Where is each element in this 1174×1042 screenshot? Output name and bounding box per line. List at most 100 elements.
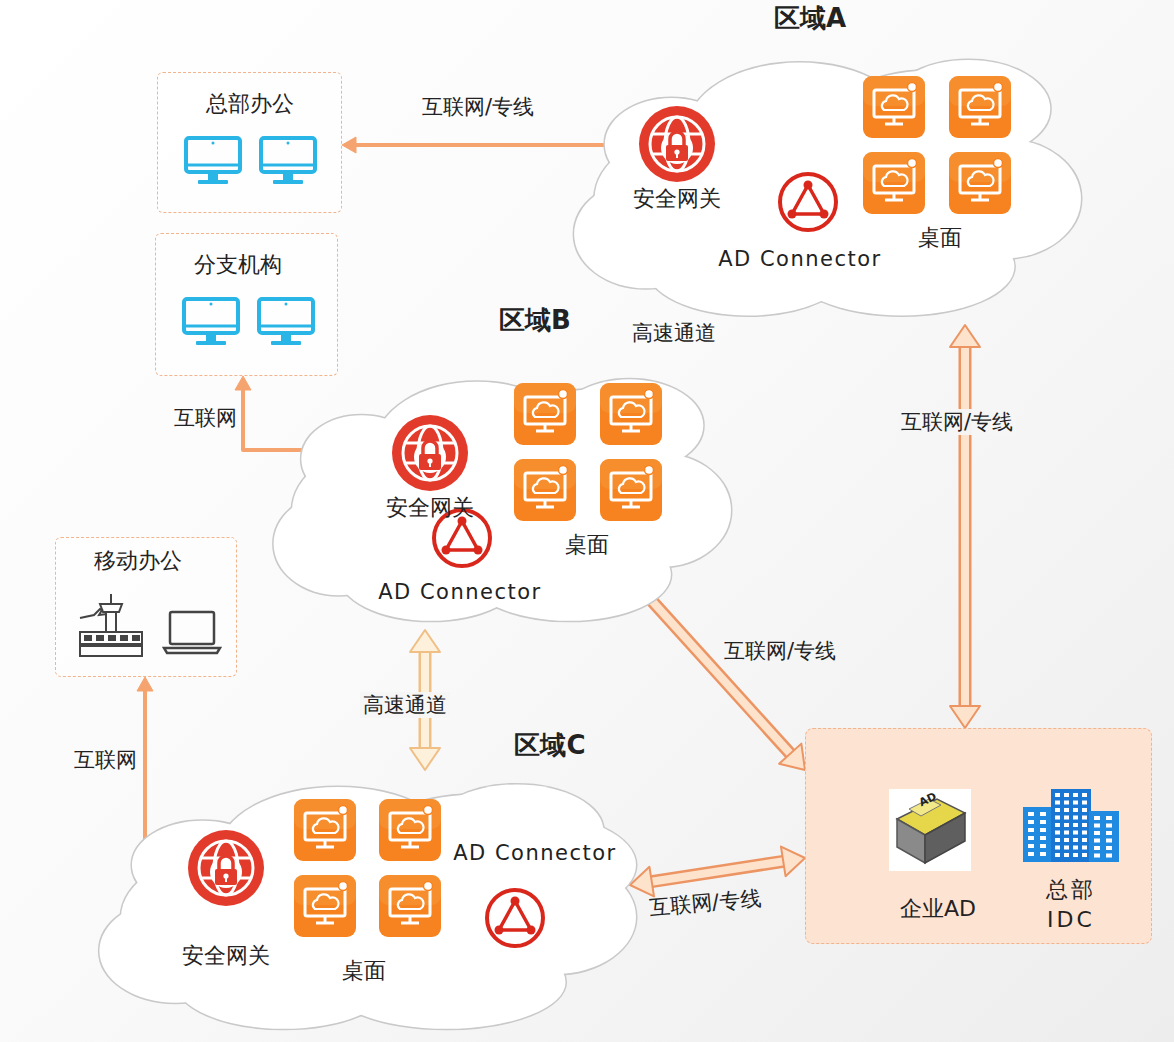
icon-part [401,846,419,849]
icon-part [1094,846,1100,850]
icon-part [281,333,291,341]
icon-part [80,609,107,618]
icon-holder [390,413,470,493]
icon-part [1028,844,1034,848]
icon-part [423,441,437,455]
icon-part [536,430,554,433]
icon-holder [948,75,1012,139]
service-group: 安全网关 [630,100,725,215]
icon-part [619,478,645,493]
icon-part [1055,846,1060,850]
icon-part [968,95,994,110]
icon-part [390,813,430,840]
icon-part [273,180,303,184]
node-label: 桌面 [918,225,962,251]
icon-part [184,299,238,333]
building-icon [1021,787,1121,863]
airport-icon [78,590,144,660]
icon-part [1082,793,1087,797]
cloud-desktop-icon [948,151,1012,215]
icon-part [1055,823,1060,827]
icon-part [1028,812,1034,816]
icon-part [1055,853,1060,857]
icon-part [1064,808,1069,812]
icon-part [1051,789,1091,862]
arrow-line [354,143,618,147]
icon-part [882,95,908,110]
node-label: 总部 IDC [1045,875,1097,935]
link-arrow [342,137,630,153]
icon-part [339,882,348,891]
node-label: 安全网关 [633,186,721,212]
icon-part [559,466,568,475]
icon-holder [599,458,663,522]
icon-part [199,841,253,895]
icon-part [804,181,813,190]
icon-part [398,894,424,909]
icon-part [544,500,547,506]
icon-holder [483,886,547,950]
icon-part [96,635,104,641]
icon-part [188,830,264,906]
icon-part [261,164,315,167]
icon-holder [513,458,577,522]
icon-part [1055,808,1060,812]
icon-part [968,171,994,186]
icon-part [419,454,441,470]
icon-part [1094,831,1100,835]
link-label: 互联网 [71,747,140,773]
icon-part [1064,831,1069,835]
free-label: 高速通道 [629,320,719,346]
monitor-icon [183,135,243,187]
icon-part [424,806,433,815]
icon-part [1055,801,1060,805]
link-label: 互联网/专线 [419,94,537,120]
icon-part [175,935,392,1029]
region-cloud: 区域C安全网关桌面AD Connector [90,770,640,1038]
icon-part [1064,801,1069,805]
cloud-desktop-icon [862,151,926,215]
icon-part [893,117,896,123]
icon-part [210,856,242,888]
icon-part [434,510,490,566]
icon-part [1055,838,1060,842]
icon-part [666,145,688,161]
ad-connector-icon [776,170,840,234]
icon-part [1055,831,1060,835]
icon-part [1028,828,1034,832]
icon-part [409,916,412,922]
icon-part [401,922,419,925]
icon-part [294,875,356,937]
cloud-desktop-icon [599,382,663,446]
icon-part [1094,816,1100,820]
icon-holder [258,135,318,187]
icon-part [908,83,917,92]
icon-part [527,926,536,935]
region-cloud: 区域B安全网关AD Connector桌面 [265,365,735,630]
icon-part [544,424,547,430]
icon-part [259,325,313,328]
icon-part [186,164,240,167]
icon-holder [378,798,442,862]
icon-part [971,199,989,202]
node-label: AD Connector [378,579,542,605]
icon-part [893,193,896,199]
icon-part [889,789,971,871]
icon-part [1064,838,1069,842]
icon-part [316,922,334,925]
icon-holder [776,170,840,234]
icon-part [210,303,213,306]
icon-part [645,466,654,475]
region-cloud: 区域A安全网关AD Connector桌面 [565,45,1085,325]
icon-part [324,840,327,846]
icon-part [132,821,273,909]
icon-part [1106,831,1112,835]
laptop-icon [162,610,222,655]
icon-part [1082,831,1087,835]
icon-part [495,926,504,935]
icon-part [1094,839,1100,843]
icon-part [215,869,237,885]
link-label: 高速通道 [360,692,450,718]
icon-part [196,341,226,345]
icon-part [1082,808,1087,812]
